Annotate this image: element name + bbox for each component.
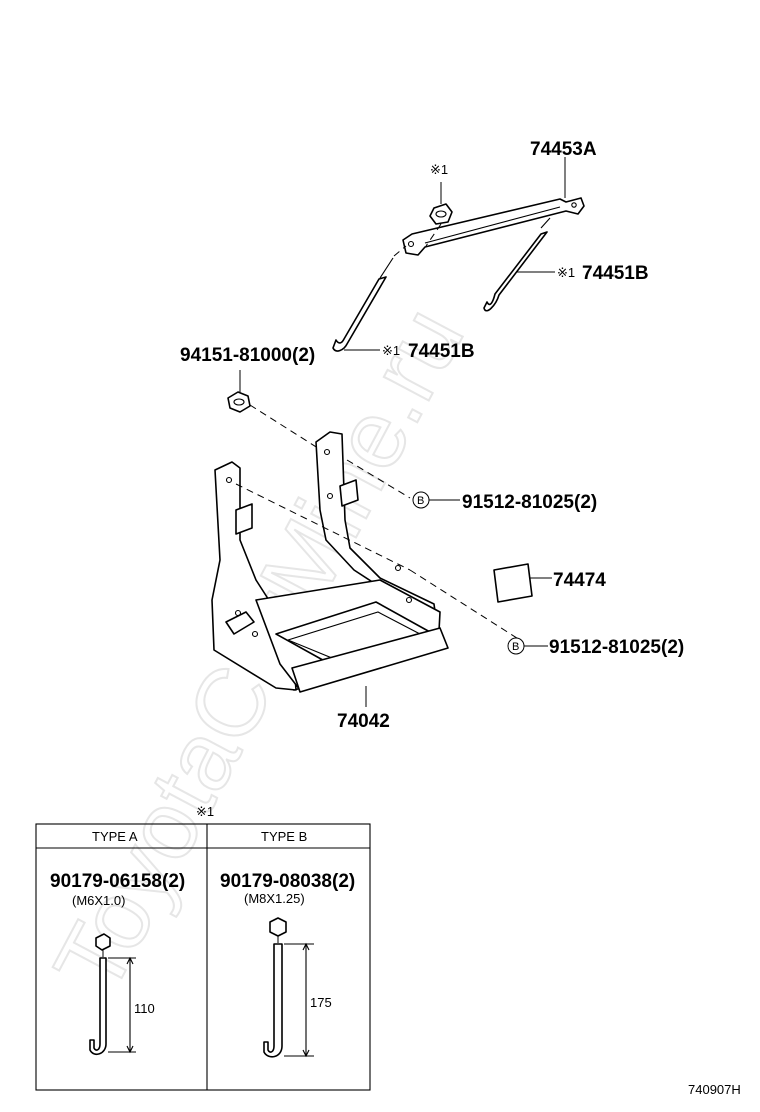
callout-rod-left: 74451B <box>408 341 475 362</box>
type-a-part: 90179-06158(2) <box>50 871 185 892</box>
note-table-mark: ※1 <box>196 804 214 819</box>
type-a-length: 110 <box>134 1001 155 1016</box>
right-j-rod <box>483 217 551 312</box>
type-b-header: TYPE B <box>261 829 307 844</box>
diagram-code: 740907H <box>688 1082 741 1097</box>
type-a-hook-bolt <box>89 933 136 1056</box>
type-b-length: 175 <box>310 995 332 1010</box>
bolt-marker-upper: B <box>417 495 424 507</box>
note-table <box>35 823 371 1091</box>
hold-down-clamp <box>402 197 585 256</box>
clamp-nut-icon <box>429 203 453 225</box>
bolt-marker-lower: B <box>512 641 519 653</box>
callout-nut: 94151-81000(2) <box>180 345 315 366</box>
type-a-header: TYPE A <box>92 829 138 844</box>
type-b-spec: (M8X1.25) <box>244 891 305 906</box>
battery-pad <box>493 563 533 603</box>
callout-note-mark-nut: ※1 <box>430 162 448 177</box>
callout-note-mark-rod-right: ※1 <box>557 265 575 280</box>
callout-tray: 74042 <box>337 711 390 732</box>
callout-bolt-upper: 91512-81025(2) <box>462 492 597 513</box>
callout-stay: 74453A <box>530 139 597 160</box>
flange-nut-icon <box>227 370 251 413</box>
type-b-part: 90179-08038(2) <box>220 871 355 892</box>
battery-tray <box>211 431 449 693</box>
callout-rod-right: 74451B <box>582 263 649 284</box>
type-b-hook-bolt <box>263 917 314 1058</box>
callout-pad: 74474 <box>553 570 606 591</box>
type-a-spec: (M6X1.0) <box>72 893 125 908</box>
left-j-rod <box>332 257 394 352</box>
callout-bolt-lower: 91512-81025(2) <box>549 637 684 658</box>
callout-note-mark-rod-left: ※1 <box>382 343 400 358</box>
